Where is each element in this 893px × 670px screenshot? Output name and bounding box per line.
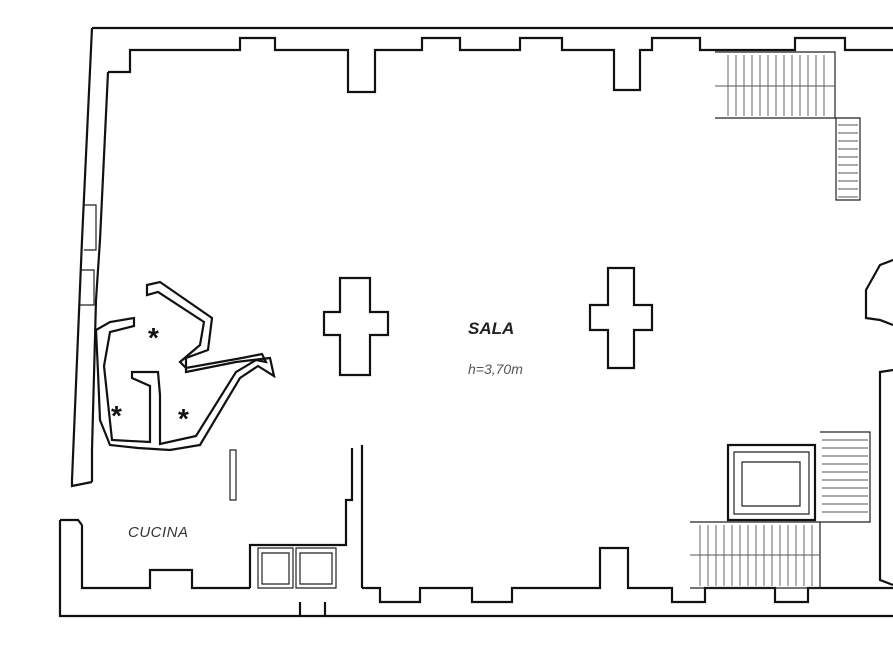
irregular-structure xyxy=(94,280,276,452)
marker-star-2: * xyxy=(111,400,122,431)
pillar-left xyxy=(322,276,390,377)
elevator-shaft xyxy=(726,443,817,522)
outer-walls xyxy=(58,26,893,618)
kitchen-partition xyxy=(60,445,364,588)
pillar-right xyxy=(588,266,654,370)
staircase-southeast xyxy=(690,431,871,589)
staircase-northeast xyxy=(715,51,861,201)
room-label-sala: SALA xyxy=(468,319,514,338)
kitchen-cabinets xyxy=(257,547,337,589)
marker-star-1: * xyxy=(148,322,159,353)
room-label-cucina: CUCINA xyxy=(128,524,189,541)
room-height-sala: h=3,70m xyxy=(468,361,523,377)
marker-star-3: * xyxy=(178,403,189,434)
